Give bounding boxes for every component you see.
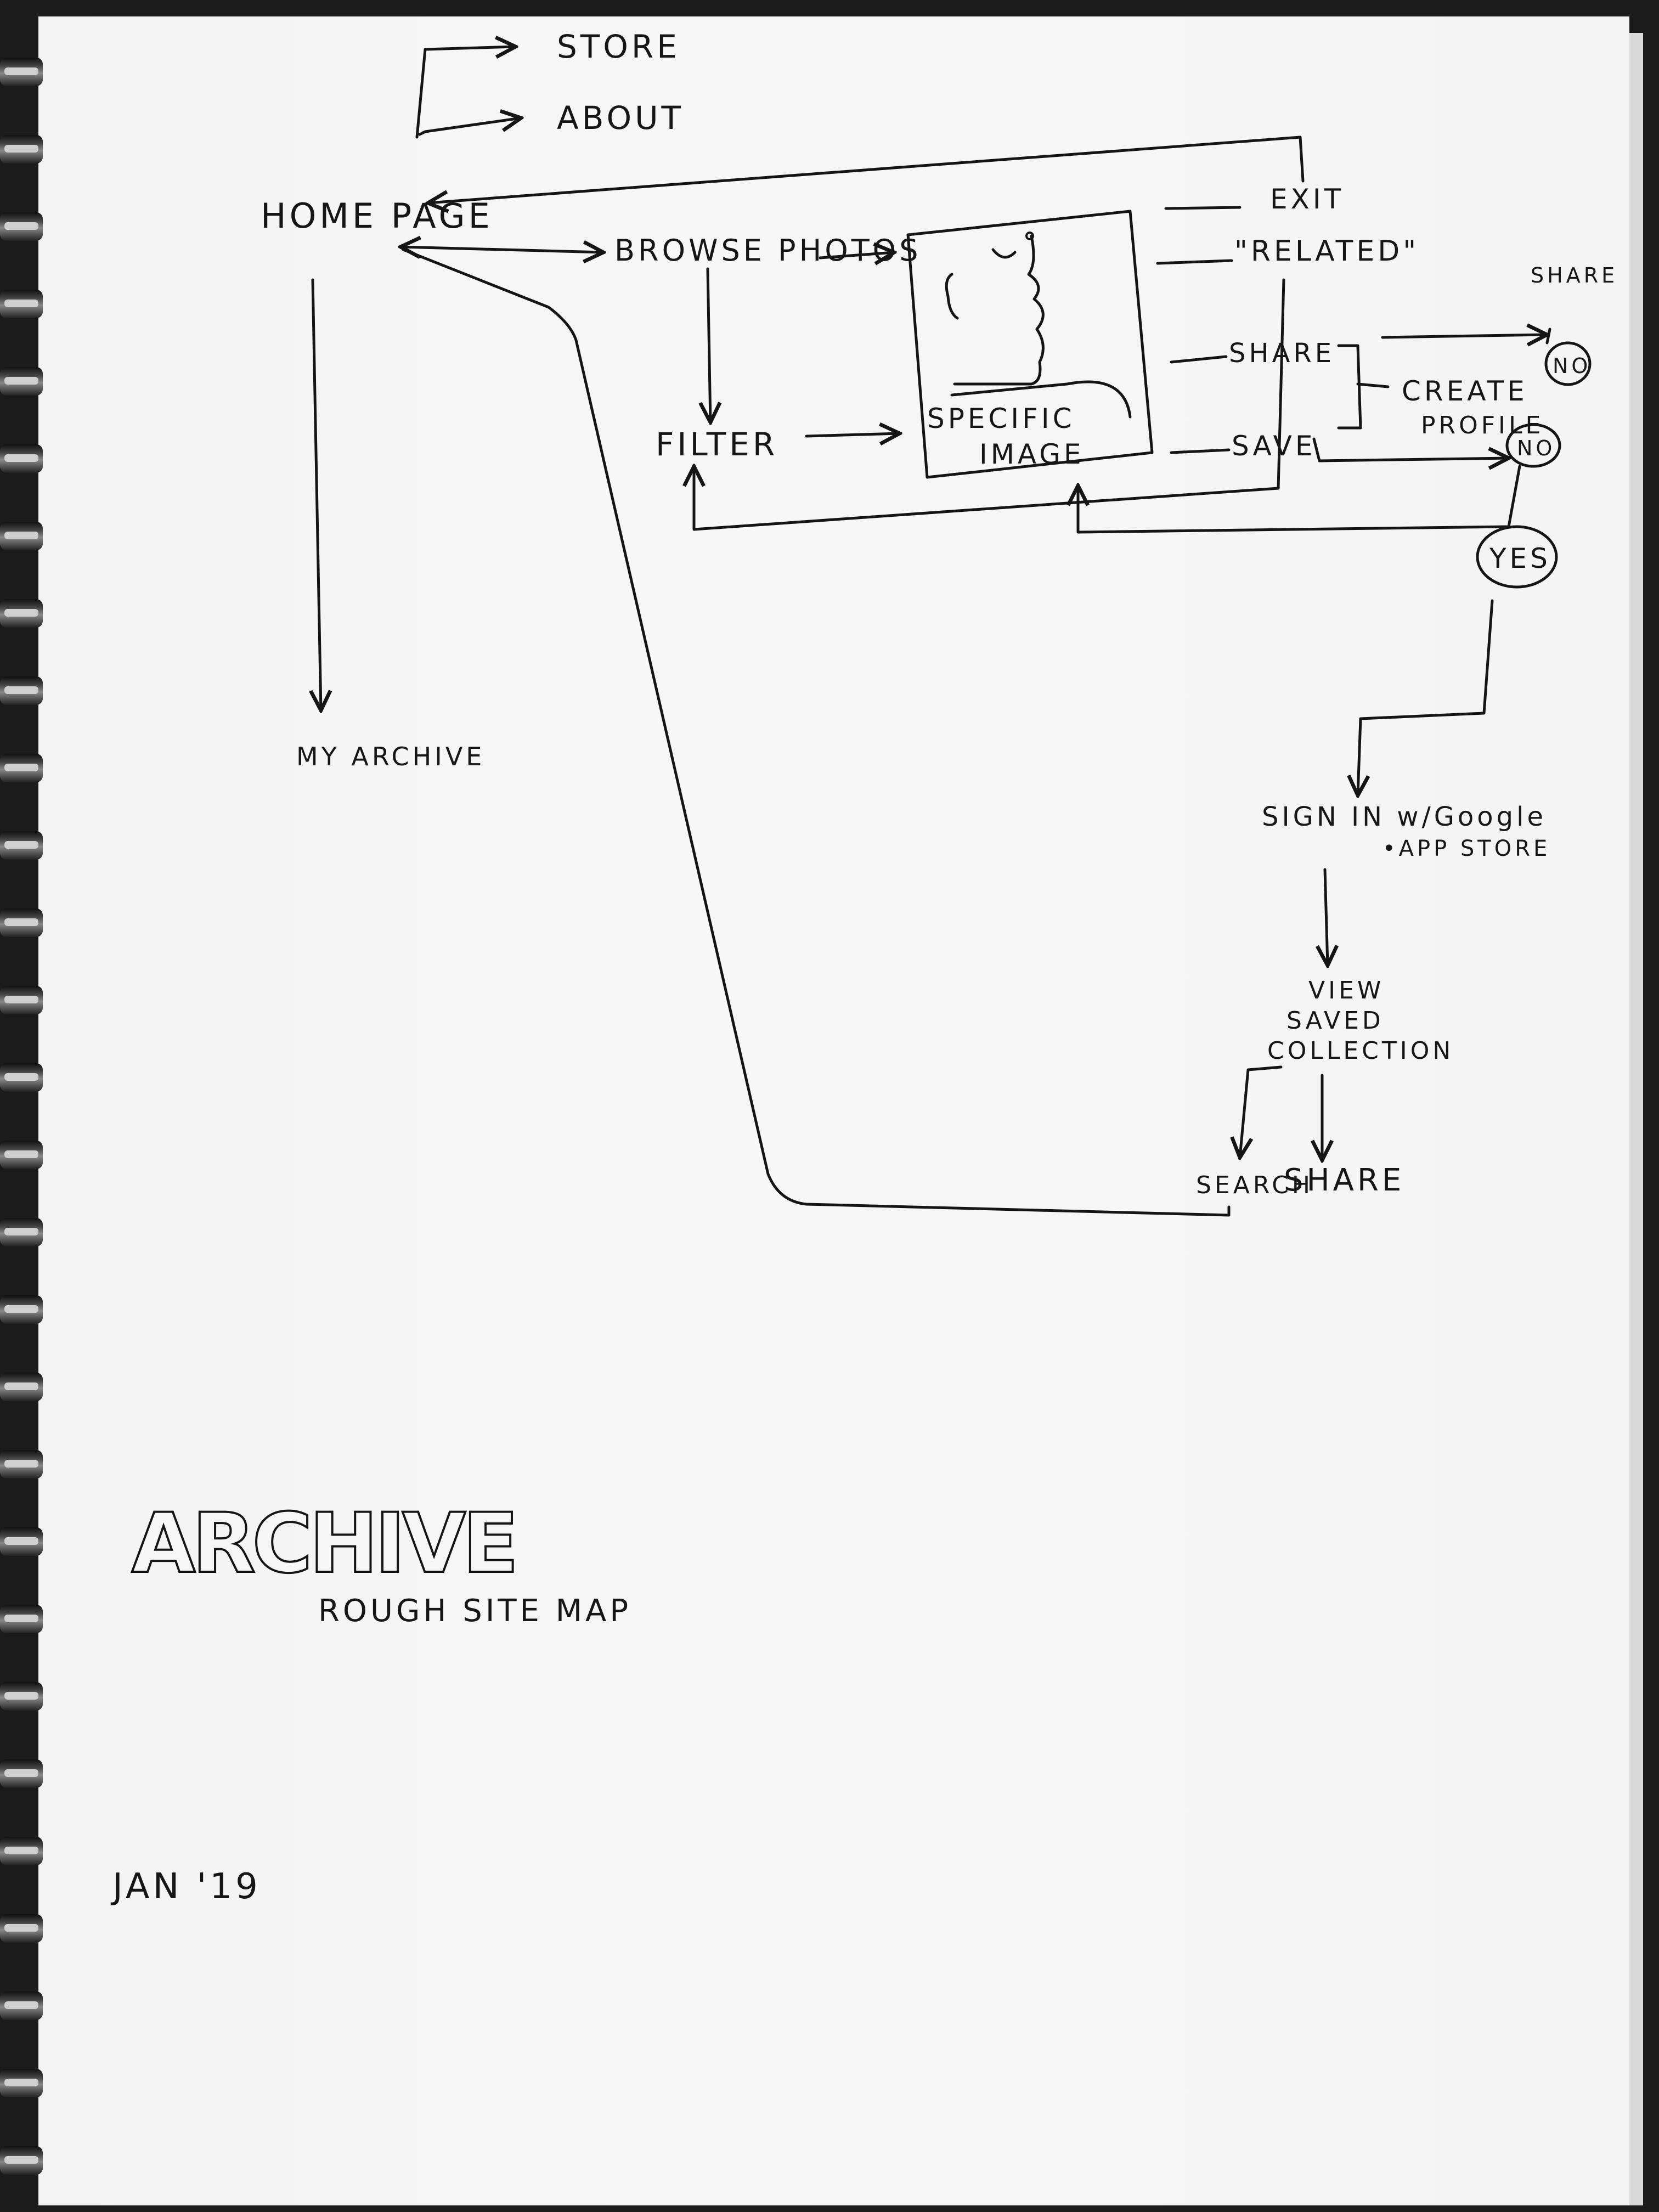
- edge-home-browse: [400, 247, 603, 252]
- edge-filter-image: [806, 433, 900, 436]
- node-share-top: SHARE: [1531, 263, 1618, 287]
- specific-image-card: [908, 211, 1152, 477]
- node-store: STORE: [557, 28, 680, 65]
- node-sign-in-line2: •APP STORE: [1383, 836, 1550, 861]
- edge-browse-filter: [708, 269, 710, 422]
- footer-subtitle: ROUGH SITE MAP: [318, 1593, 631, 1629]
- edge-image-exit: [1166, 207, 1240, 208]
- edge-no-image: [1078, 466, 1520, 532]
- node-related: "RELATED": [1234, 235, 1419, 268]
- edge-share-sharetop: [1383, 335, 1547, 337]
- edge-image-save: [1171, 450, 1229, 453]
- node-home-page: HOME PAGE: [261, 196, 493, 236]
- edge-save-no: [1314, 439, 1509, 461]
- node-browse-photos: BROWSE PHOTOS: [614, 233, 921, 268]
- node-my-archive: MY ARCHIVE: [296, 742, 485, 771]
- edge-image-share: [1171, 357, 1226, 362]
- edge-home-store: [417, 47, 516, 137]
- node-filter: FILTER: [656, 426, 778, 463]
- node-create-profile-line1: CREATE: [1402, 375, 1528, 407]
- node-sign-in-line1: SIGN IN w/Google: [1262, 802, 1547, 832]
- node-view-line1: VIEW: [1308, 977, 1384, 1005]
- node-specific-image-line2: IMAGE: [979, 438, 1085, 470]
- node-exit: EXIT: [1270, 183, 1344, 215]
- edge-home-about: [420, 118, 521, 134]
- node-share: SHARE: [1229, 338, 1335, 369]
- node-save: SAVE: [1232, 430, 1316, 462]
- edge-signin-view: [1325, 870, 1328, 966]
- node-create-profile-line2: PROFILE: [1421, 411, 1544, 439]
- node-yes: YES: [1489, 543, 1551, 574]
- edge-exit-home: [428, 137, 1303, 203]
- node-view-line2: SAVED: [1286, 1007, 1384, 1035]
- edge-home-archive: [313, 280, 321, 710]
- node-share-bottom: SHARE: [1284, 1163, 1404, 1198]
- face-sketch: [955, 236, 1043, 384]
- edge-view-search: [1240, 1067, 1281, 1158]
- footer-date: JAN '19: [110, 1866, 261, 1907]
- edge-yes-signin: [1358, 601, 1492, 795]
- edge-image-related: [1158, 261, 1232, 263]
- node-no-1: NO: [1553, 354, 1591, 378]
- edge-search-home: [403, 250, 1229, 1215]
- node-about: ABOUT: [557, 99, 684, 137]
- node-no-2: NO: [1517, 436, 1555, 460]
- edge-share-profile: [1339, 346, 1388, 428]
- node-view-line3: COLLECTION: [1267, 1037, 1454, 1065]
- footer-title: ARCHIVE: [132, 1496, 516, 1592]
- node-specific-image-line1: SPECIFIC: [927, 403, 1075, 435]
